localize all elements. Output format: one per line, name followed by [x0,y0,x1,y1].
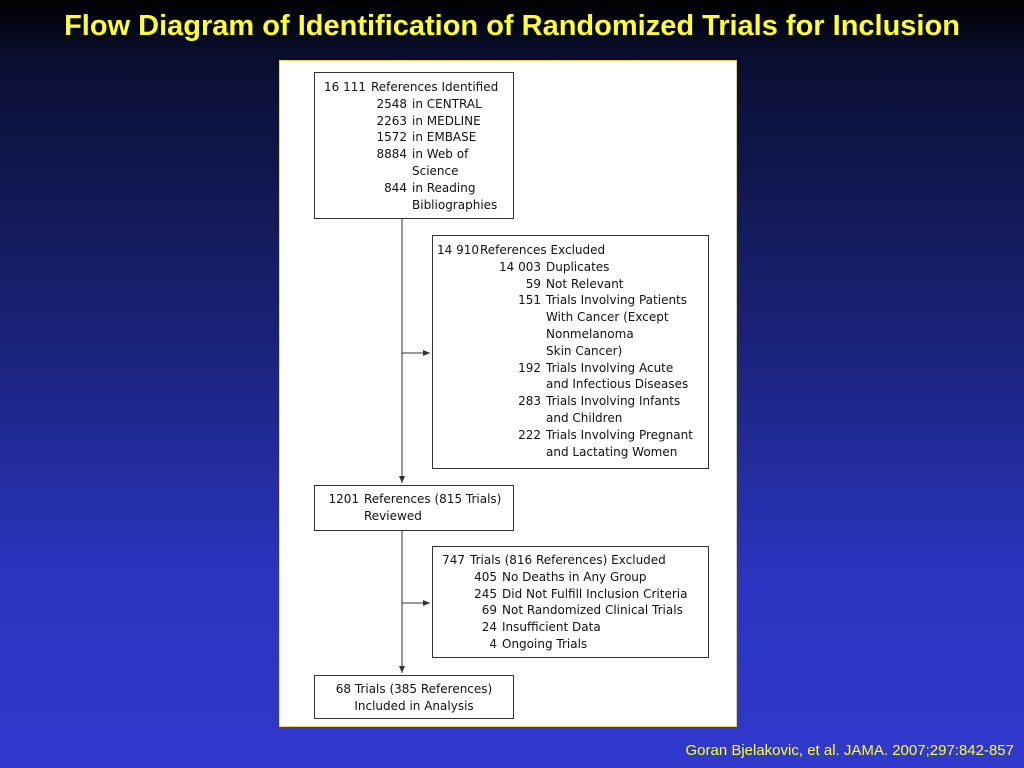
identified-header: 16 111 References Identified [319,79,509,96]
list-item: Skin Cancer) [546,343,623,358]
list-item: and Infectious Diseases [546,377,689,392]
list-item: and Lactating Women [546,444,678,459]
reviewed-line2-row: Reviewed [319,508,509,525]
reviewed-header: 1201 References (815 Trials) [319,491,509,508]
list-item: Nonmelanoma [546,326,634,341]
reviewed-total: 1201 [328,492,359,506]
box-references-reviewed: 1201 References (815 Trials) Reviewed [314,485,514,531]
excluded-refs-label: References Excluded [480,243,606,257]
included-line1: 68 Trials (385 References) [335,682,493,696]
reviewed-label: References (815 Trials) [364,492,502,506]
excluded-trials-header: 747 Trials (816 References) Excluded [437,552,704,569]
identified-label: References Identified [371,80,499,94]
excluded-trials-total: 747 [442,553,465,567]
box-trials-included: 68 Trials (385 References) Included in A… [314,675,514,719]
reviewed-line2: Reviewed [364,508,422,523]
identified-total: 16 111 [324,80,366,94]
slide-title: Flow Diagram of Identification of Random… [64,10,960,42]
included-line2: Included in Analysis [354,698,474,713]
excluded-refs-total: 14 910 [437,243,479,257]
excluded-trials-label: Trials (816 References) Excluded [470,553,666,567]
box-trials-excluded: 747 Trials (816 References) Excluded 405… [432,546,709,658]
list-item: and Children [546,410,623,425]
citation: Goran Bjelakovic, et al. JAMA. 2007;297:… [685,742,1014,759]
flow-connectors [399,219,430,673]
list-item: Science [412,163,459,178]
excluded-refs-header: 14 910 References Excluded [437,242,704,259]
list-item: Bibliographies [412,197,498,212]
list-item: With Cancer (Except [546,310,669,325]
